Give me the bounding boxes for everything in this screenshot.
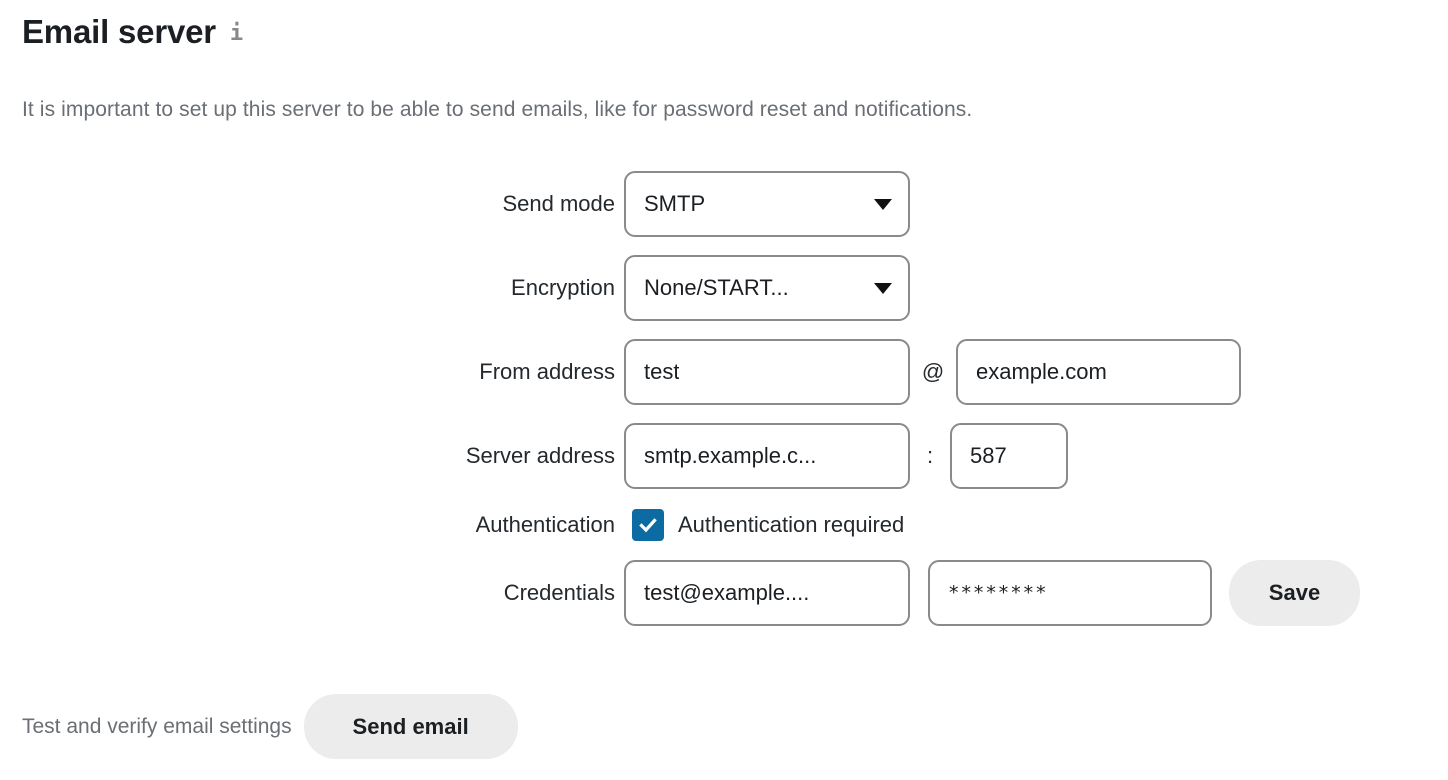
credentials-label: Credentials	[503, 580, 615, 605]
save-button[interactable]: Save	[1229, 560, 1360, 626]
colon-separator: :	[926, 443, 934, 468]
authentication-required-label: Authentication required	[678, 511, 905, 537]
form-row-from-address: From address test @ example.com	[0, 330, 1448, 414]
send-mode-value: SMTP	[644, 191, 706, 216]
send-email-button[interactable]: Send email	[303, 694, 518, 759]
form-row-credentials: Credentials test@example.... ******** Sa…	[0, 551, 1448, 635]
info-icon[interactable]: i	[229, 21, 244, 47]
form-row-authentication: Authentication Authentication required	[0, 498, 1448, 551]
chevron-down-icon	[874, 198, 892, 210]
server-address-label: Server address	[465, 443, 615, 468]
authentication-label: Authentication	[475, 511, 615, 537]
check-icon	[639, 517, 657, 532]
encryption-label: Encryption	[511, 275, 615, 300]
encryption-value: None/START...	[644, 275, 789, 300]
chevron-down-icon	[874, 282, 892, 294]
credentials-username-value: test@example....	[644, 580, 810, 605]
page-description: It is important to set up this server to…	[22, 98, 973, 121]
form-row-send-mode: Send mode SMTP	[0, 162, 1448, 246]
email-server-form: Send mode SMTP Encryption None/START... …	[0, 162, 1448, 635]
form-row-server-address: Server address smtp.example.c... : 587	[0, 414, 1448, 498]
page-title: Email server	[22, 13, 216, 50]
from-address-local-value: test	[644, 359, 680, 384]
test-settings-label: Test and verify email settings	[22, 714, 292, 738]
page-header: Email server i	[22, 13, 244, 50]
authentication-required-checkbox[interactable]	[632, 508, 664, 541]
footer-test-section: Test and verify email settings Send emai…	[22, 694, 518, 759]
send-mode-select[interactable]: SMTP	[624, 171, 910, 237]
from-address-domain-input[interactable]: example.com	[956, 339, 1241, 405]
send-mode-label: Send mode	[502, 191, 615, 216]
encryption-select[interactable]: None/START...	[624, 255, 910, 321]
from-address-domain-value: example.com	[976, 359, 1107, 384]
at-separator: @	[921, 359, 945, 384]
credentials-username-input[interactable]: test@example....	[624, 560, 910, 626]
from-address-label: From address	[479, 359, 615, 384]
server-port-input[interactable]: 587	[950, 423, 1068, 489]
server-host-value: smtp.example.c...	[644, 443, 817, 468]
credentials-password-value: ********	[948, 582, 1048, 604]
from-address-local-input[interactable]: test	[624, 339, 910, 405]
credentials-password-input[interactable]: ********	[928, 560, 1212, 626]
server-host-input[interactable]: smtp.example.c...	[624, 423, 910, 489]
server-port-value: 587	[970, 443, 1007, 468]
form-row-encryption: Encryption None/START...	[0, 246, 1448, 330]
